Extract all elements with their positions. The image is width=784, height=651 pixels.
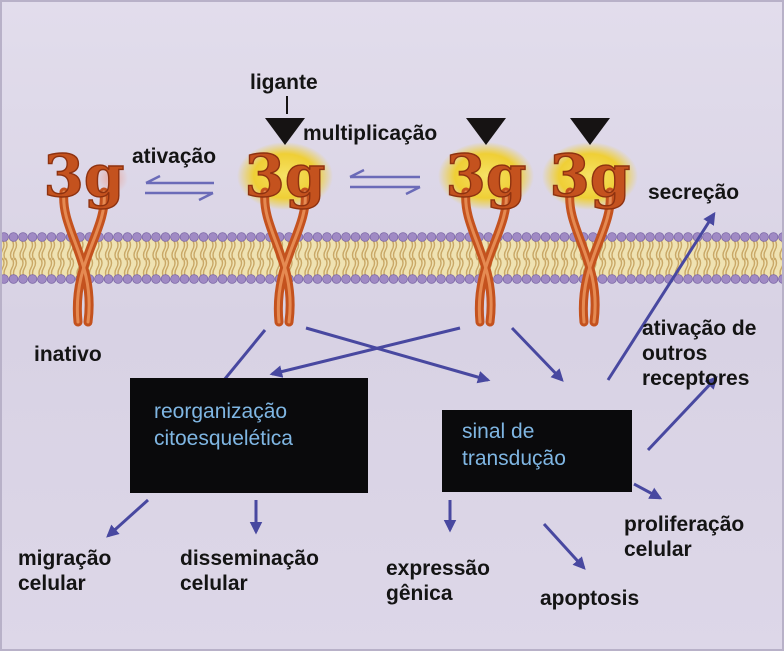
arrow-to-signal-2	[512, 328, 562, 380]
reorganization-line-1: reorganização	[154, 398, 293, 425]
ligand-triangle	[265, 118, 305, 145]
reorganization-label: reorganização citoesquelética	[154, 398, 293, 452]
receptor-head-glyph: 3g	[245, 142, 326, 210]
signal-transduction-line-1: sinal de	[462, 418, 566, 445]
arrow-to-apoptosis	[544, 524, 584, 568]
gene-expression-line-2: gênica	[386, 581, 490, 606]
receptor-head-glyph: 3g	[550, 142, 631, 210]
signal-transduction-label: sinal de transdução	[462, 418, 566, 472]
multiplication-label: multiplicação	[303, 121, 437, 146]
cell-proliferation-label: proliferação celular	[624, 512, 744, 562]
ligand-label: ligante	[250, 70, 318, 95]
ligand-triangle	[570, 118, 610, 145]
cell-proliferation-line-1: proliferação	[624, 512, 744, 537]
cell-migration-line-1: migração	[18, 546, 111, 571]
cell-dissemination-line-2: celular	[180, 571, 319, 596]
secretion-label: secreção	[648, 180, 739, 205]
receptor-dimer-left: 3g	[438, 118, 534, 322]
signal-transduction-line-2: transdução	[462, 445, 566, 472]
arrow-to-reorganization-2	[272, 328, 460, 374]
reorganization-line-2: citoesquelética	[154, 425, 293, 452]
inactive-label: inativo	[34, 342, 102, 367]
receptor-inactive: 3g	[44, 142, 128, 322]
gene-expression-line-1: expressão	[386, 556, 490, 581]
receptor-dimer-right: 3g	[542, 118, 638, 322]
activation-label: ativação	[132, 144, 216, 169]
cell-migration-label: migração celular	[18, 546, 111, 596]
other-receptors-line-3: receptores	[642, 366, 756, 391]
receptor-ligand-bound: 3g	[237, 118, 333, 322]
equilibrium-arrows-activation	[145, 176, 214, 200]
other-receptors-line-2: outros	[642, 341, 756, 366]
apoptosis-label: apoptosis	[540, 586, 639, 611]
cell-membrane	[0, 233, 784, 284]
arrow-to-migration	[108, 500, 148, 536]
receptor-head-glyph: 3g	[446, 142, 527, 210]
arrow-to-proliferation	[634, 484, 660, 498]
other-receptors-label: ativação de outros receptores	[642, 316, 756, 391]
cell-dissemination-label: disseminação celular	[180, 546, 319, 596]
ligand-triangle	[466, 118, 506, 145]
equilibrium-arrows-multiplication	[350, 170, 420, 194]
cell-dissemination-line-1: disseminação	[180, 546, 319, 571]
arrow-to-signal-1	[306, 328, 488, 380]
receptor-head-glyph: 3g	[44, 142, 125, 210]
gene-expression-label: expressão gênica	[386, 556, 490, 606]
cell-migration-line-2: celular	[18, 571, 111, 596]
other-receptors-line-1: ativação de	[642, 316, 756, 341]
cell-proliferation-line-2: celular	[624, 537, 744, 562]
